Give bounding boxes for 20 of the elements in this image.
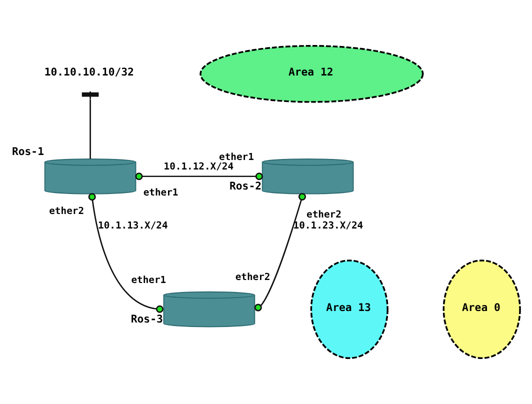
connector xyxy=(254,192,306,312)
node-label: ether2 xyxy=(235,272,270,283)
node-label: ether1 xyxy=(131,275,166,286)
node-ellipse: Area 12 xyxy=(200,45,424,103)
connector xyxy=(135,172,263,180)
edge-label: 10.1.23.X/24 xyxy=(293,220,364,232)
node-label: ether2 xyxy=(306,210,342,221)
connector xyxy=(88,193,164,313)
node-label: Ros-3 xyxy=(130,312,163,326)
node-label: Ros-2 xyxy=(230,180,262,193)
node-ellipse: Area 13 xyxy=(310,260,388,359)
node-label: ether1 xyxy=(143,188,178,199)
node-label: Ros-1 xyxy=(12,144,44,158)
node-text: 10.10.10.10/32 xyxy=(44,66,134,79)
edge-label: 10.1.13.X/24 xyxy=(98,220,168,232)
node-ellipse: Area 0 xyxy=(442,260,521,359)
connector xyxy=(82,91,99,159)
node-label: ether1 xyxy=(219,152,254,164)
node-label: ether2 xyxy=(49,206,84,217)
edge-label: 10.1.12.X/24 xyxy=(164,162,234,173)
